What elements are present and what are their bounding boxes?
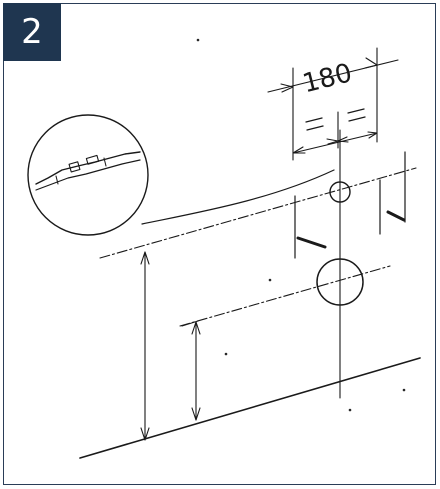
upper-centerline xyxy=(99,167,417,259)
bracket-right-heavy xyxy=(386,210,406,222)
detail-leader xyxy=(141,169,335,225)
detail-circle xyxy=(27,114,149,236)
upper-hole xyxy=(329,181,351,203)
bracket-left-heavy xyxy=(296,236,327,249)
detail-profile xyxy=(35,151,141,185)
floor-line xyxy=(79,357,421,459)
step-number-badge: 2 xyxy=(3,3,61,61)
lower-hole xyxy=(316,258,364,306)
dimension-180-label: 180 xyxy=(300,58,355,99)
split-dimension-line xyxy=(292,132,378,154)
lower-centerline xyxy=(179,265,391,327)
instruction-frame xyxy=(3,3,436,485)
